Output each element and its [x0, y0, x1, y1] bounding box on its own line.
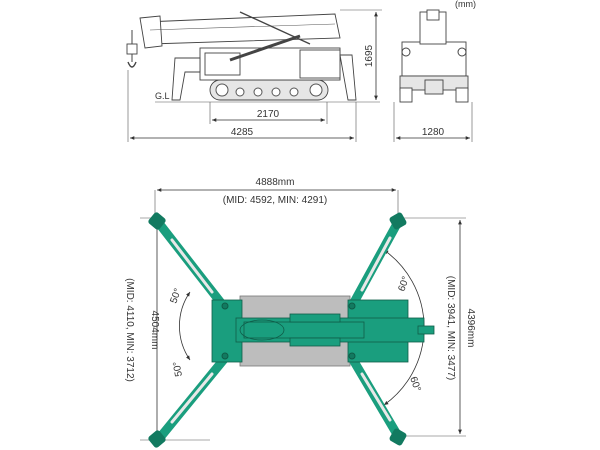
angle-right-lower: 60° — [407, 375, 423, 393]
angle-arc-left — [179, 291, 191, 361]
span-left-value: 4504mm — [149, 311, 160, 350]
front-view: 1280 — [393, 9, 473, 142]
front-width-value: 1280 — [422, 127, 445, 138]
span-left-sub: (MID: 4110, MIN: 3712) — [124, 278, 135, 382]
units-label: (mm) — [455, 0, 476, 9]
front-body — [401, 41, 467, 77]
ground-label: G.L — [155, 91, 170, 101]
side-view: G.L 1695 — [126, 9, 382, 142]
side-height-value: 1695 — [364, 44, 375, 67]
span-right-sub: (MID: 3941, MIN: 3477) — [445, 276, 456, 380]
span-x-value: 4888mm — [256, 177, 295, 188]
top-view: 4888mm (MID: 4592, MIN: 4291) 4504mm (MI… — [124, 177, 476, 448]
track-rollers — [215, 83, 323, 97]
angle-right-upper: 60° — [396, 275, 412, 293]
overall-length-value: 4285 — [231, 127, 254, 138]
outrigger-feet — [148, 212, 407, 448]
span-right-value: 4396mm — [465, 309, 476, 348]
angle-left-upper: 50° — [168, 287, 184, 305]
track-length-value: 2170 — [257, 109, 280, 120]
outrigger-legs — [153, 217, 403, 445]
span-x-sub: (MID: 4592, MIN: 4291) — [223, 195, 327, 206]
angle-left-lower: 50° — [171, 361, 184, 378]
